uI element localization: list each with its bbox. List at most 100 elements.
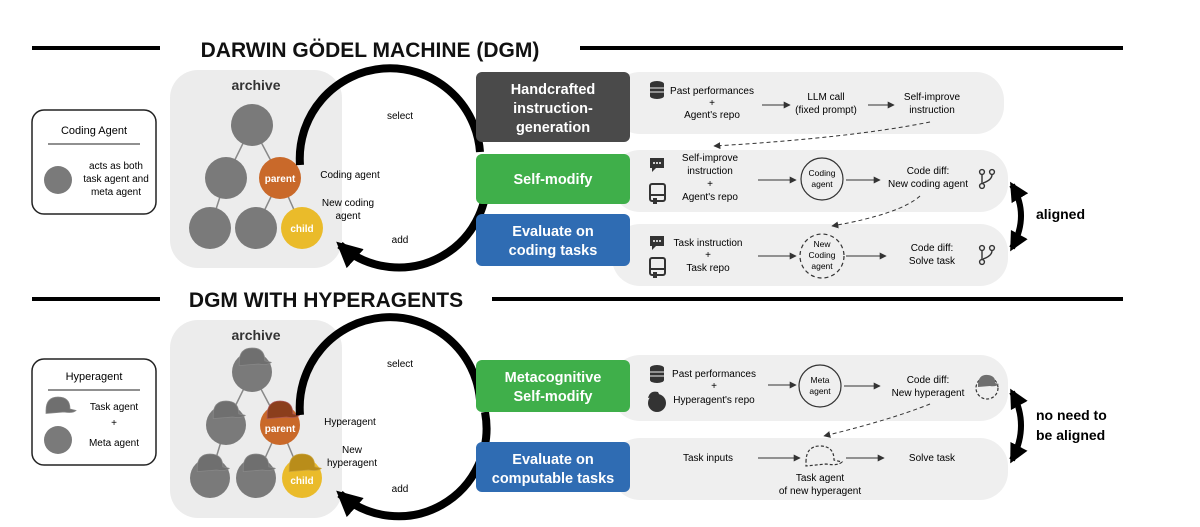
row-bg bbox=[612, 72, 1004, 134]
tree-node bbox=[205, 157, 247, 199]
meta-agent-circle bbox=[798, 364, 842, 408]
row-text: + bbox=[707, 179, 713, 190]
row-text: Self-improve bbox=[904, 92, 961, 103]
archive-top: archive parent child bbox=[170, 70, 342, 268]
row-text: Meta bbox=[811, 375, 830, 385]
chat-icon bbox=[650, 236, 664, 250]
meta-agent-icon bbox=[44, 426, 72, 454]
task-agent-cap-icon bbox=[805, 445, 844, 467]
parent-node-label: parent bbox=[265, 174, 296, 185]
row-text: Task instruction bbox=[674, 238, 743, 249]
legend-desc-3: meta agent bbox=[91, 187, 141, 198]
coding-agent-icon bbox=[44, 166, 72, 194]
coding-agent-legend: Coding Agent acts as both task agent and… bbox=[31, 109, 157, 215]
step-label: Metacognitive bbox=[505, 370, 602, 386]
row-text: Agent's repo bbox=[682, 192, 738, 203]
legend-title: Coding Agent bbox=[61, 125, 127, 137]
row-text: LLM call bbox=[807, 92, 844, 103]
step-label: generation bbox=[516, 120, 590, 136]
row-text: Code diff: bbox=[911, 243, 954, 254]
bottom-title: DGM WITH HYPERAGENTS bbox=[189, 289, 463, 312]
archive-label: archive bbox=[231, 77, 280, 93]
database-icon bbox=[650, 365, 664, 383]
legend-task: Task agent bbox=[90, 402, 139, 413]
row-text: + bbox=[709, 98, 715, 109]
add-label: add bbox=[392, 235, 409, 246]
repo-icon bbox=[649, 183, 666, 204]
row-text: agent bbox=[811, 261, 833, 271]
row-text: New bbox=[813, 239, 831, 249]
step-label: coding tasks bbox=[509, 243, 598, 259]
aligned-label: aligned bbox=[1036, 206, 1085, 222]
hyperagent-legend: Hyperagent Task agent + Meta agent bbox=[31, 358, 157, 466]
row-handcrafted: Past performances + Agent's repo LLM cal… bbox=[650, 81, 961, 150]
step-label: Self-modify bbox=[514, 389, 593, 405]
tree-node bbox=[235, 207, 277, 249]
top-section: DARWIN GÖDEL MACHINE (DGM) Coding Agent … bbox=[31, 39, 1123, 286]
head-icon bbox=[648, 391, 666, 412]
row-text: Task inputs bbox=[683, 453, 733, 464]
evaluate-coding-step: Evaluate on coding tasks bbox=[476, 214, 630, 266]
hyperagent-label: Hyperagent bbox=[324, 417, 376, 428]
row-text: Task repo bbox=[686, 263, 730, 274]
repo-icon bbox=[649, 257, 666, 278]
archive-bottom: archive parent bbox=[170, 320, 342, 518]
select-label: select bbox=[387, 359, 413, 370]
tree-node bbox=[231, 104, 273, 146]
row-text: (fixed prompt) bbox=[795, 105, 857, 116]
legend-title: Hyperagent bbox=[66, 371, 123, 383]
step-label: computable tasks bbox=[492, 471, 615, 487]
legend-plus: + bbox=[111, 418, 117, 429]
row-text: Self-improve bbox=[682, 153, 739, 164]
row-text: Hyperagent's repo bbox=[673, 395, 755, 406]
new-hyperagent-1: New bbox=[342, 445, 363, 456]
parent-node bbox=[259, 157, 301, 199]
row-evaluate: Task instruction + Task repo New Coding … bbox=[649, 233, 996, 279]
top-title: DARWIN GÖDEL MACHINE (DGM) bbox=[201, 39, 540, 62]
bottom-section: DGM WITH HYPERAGENTS Hyperagent Task age… bbox=[31, 289, 1123, 521]
step-label: Self-modify bbox=[514, 172, 593, 188]
metacognitive-self-modify-step: Metacognitive Self-modify bbox=[476, 360, 630, 412]
row-text: instruction bbox=[909, 105, 955, 116]
hyperagent-output-icon bbox=[975, 374, 999, 400]
child-node-label: child bbox=[290, 476, 313, 487]
row-text: Coding bbox=[809, 168, 836, 178]
legend-meta: Meta agent bbox=[89, 438, 139, 449]
tree-node bbox=[189, 207, 231, 249]
coding-agent-label: Coding agent bbox=[320, 170, 380, 181]
row-text: Past performances bbox=[670, 86, 754, 97]
new-coding-agent-circle bbox=[799, 233, 845, 279]
row-text: instruction bbox=[687, 166, 733, 177]
new-coding-agent-1: New coding bbox=[322, 198, 374, 209]
step-label: Evaluate on bbox=[512, 224, 593, 240]
not-aligned-label: be aligned bbox=[1036, 427, 1105, 443]
handcrafted-instruction-step: Handcrafted instruction- generation bbox=[476, 72, 630, 142]
row-bg bbox=[612, 438, 1008, 500]
child-node-label: child bbox=[290, 224, 313, 235]
row-text: + bbox=[705, 250, 711, 261]
legend-desc-1: acts as both bbox=[89, 161, 143, 172]
coding-agent-circle bbox=[800, 157, 844, 201]
git-branch-icon bbox=[978, 168, 996, 190]
legend-desc-2: task agent and bbox=[83, 174, 149, 185]
select-label: select bbox=[387, 111, 413, 122]
evaluate-computable-step: Evaluate on computable tasks bbox=[476, 442, 630, 492]
database-icon bbox=[650, 81, 664, 99]
new-coding-agent-2: agent bbox=[335, 211, 360, 222]
step-label: Evaluate on bbox=[512, 452, 593, 468]
child-node bbox=[281, 207, 323, 249]
step-label: Handcrafted bbox=[511, 82, 596, 98]
row-text: Coding bbox=[809, 250, 836, 260]
row-text: Past performances bbox=[672, 369, 756, 380]
row-evaluate-computable: Task inputs Task agent of new hyperagent… bbox=[683, 445, 956, 497]
row-text: of new hyperagent bbox=[779, 486, 862, 497]
row-self-modify: Self-improve instruction + Agent's repo … bbox=[649, 153, 996, 229]
row-text: Code diff: bbox=[907, 166, 950, 177]
row-text: New hyperagent bbox=[892, 388, 965, 399]
self-modify-step: Self-modify bbox=[476, 154, 630, 204]
row-text: Task agent bbox=[796, 473, 845, 484]
row-metacognitive: Past performances + Hyperagent's repo Me… bbox=[648, 364, 999, 438]
step-label: instruction- bbox=[513, 101, 593, 117]
not-aligned-label: no need to bbox=[1036, 407, 1107, 423]
